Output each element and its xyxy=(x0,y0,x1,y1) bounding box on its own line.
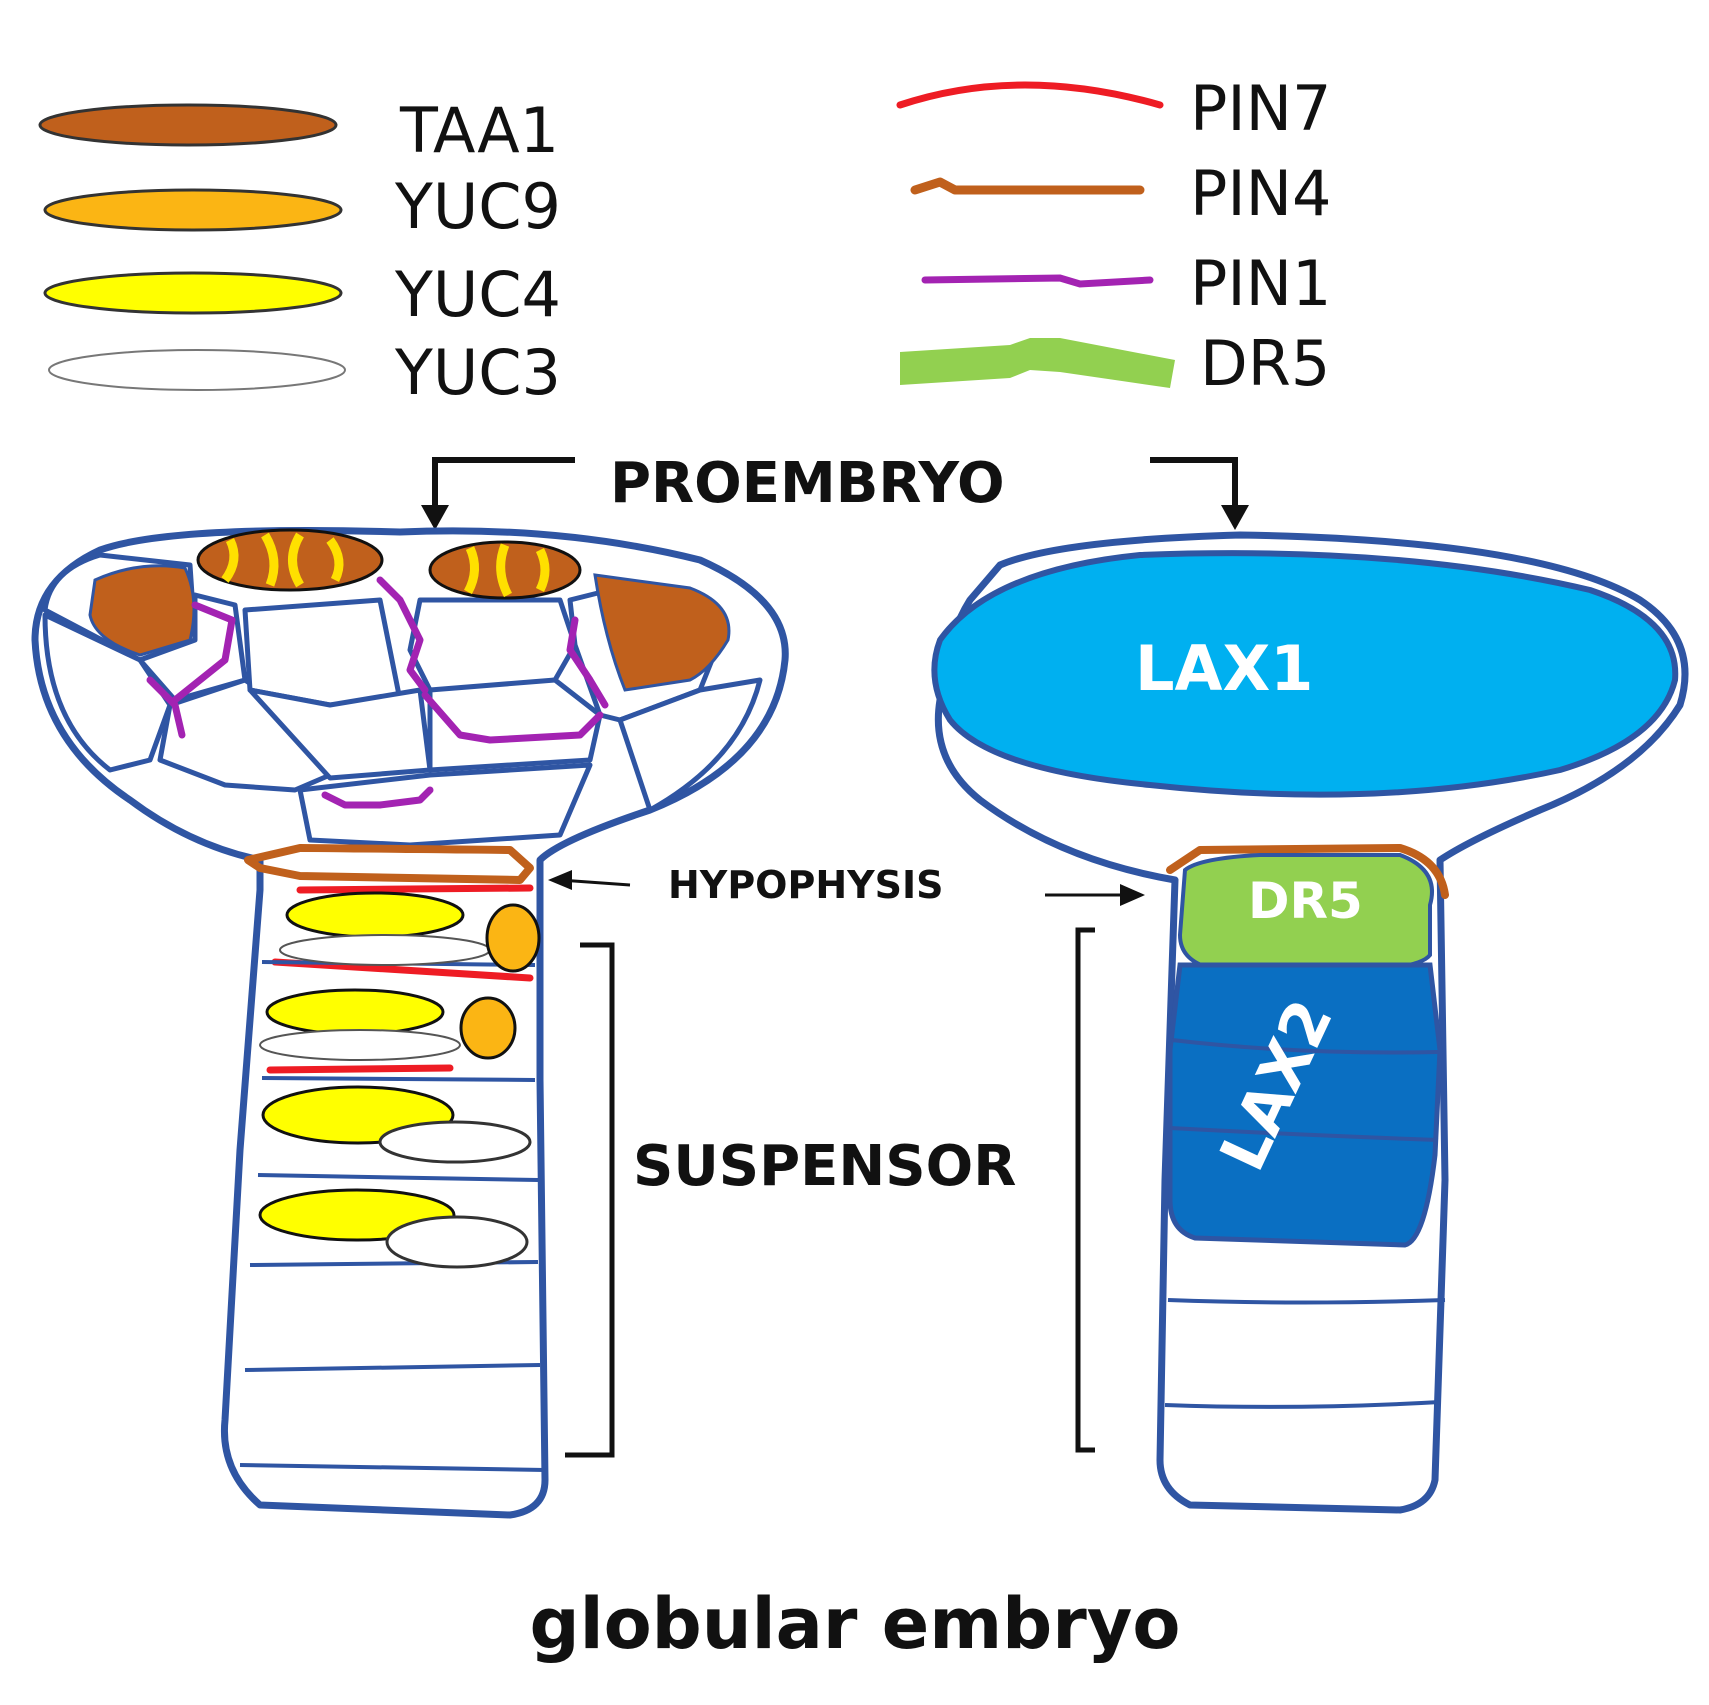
pin1-line xyxy=(321,786,434,809)
legend-right: PIN7 PIN4 PIN1 DR5 xyxy=(896,72,1332,400)
proembryo-cell xyxy=(42,612,173,773)
yuc3-cell xyxy=(378,1120,532,1164)
yuc4-cell xyxy=(265,988,445,1036)
pin7-line xyxy=(296,884,534,894)
legend-label-yuc4: YUC4 xyxy=(394,258,561,331)
yuc3-cell xyxy=(279,934,491,966)
lax1-label: LAX1 xyxy=(1135,632,1313,705)
yuc3-cell xyxy=(259,1029,461,1061)
yuc3-cell xyxy=(385,1215,529,1269)
proembryo-cell xyxy=(617,677,763,813)
proembryo-cell xyxy=(242,597,403,708)
pin7-line xyxy=(266,1064,454,1074)
pin4-line-left xyxy=(244,844,534,884)
legend-swatch-dr5 xyxy=(900,338,1175,388)
suspensor-label: SUSPENSOR xyxy=(633,1134,1016,1199)
suspensor-divider xyxy=(1167,1298,1446,1305)
dr5-label: DR5 xyxy=(1248,872,1363,930)
legend-label-yuc3: YUC3 xyxy=(394,336,561,409)
suspensor-divider xyxy=(239,1463,546,1472)
legend-label-dr5: DR5 xyxy=(1200,327,1330,400)
proembryo-arrow-left xyxy=(421,457,575,530)
yuc9-cell xyxy=(459,996,517,1060)
lax2-region xyxy=(1167,962,1443,1248)
pin1-line xyxy=(146,676,186,739)
suspensor-bracket-right xyxy=(1075,927,1095,1453)
yuc9-cell xyxy=(485,903,541,973)
legend-swatch-yuc9 xyxy=(43,188,343,232)
legend-line-pin7 xyxy=(896,81,1164,109)
right-embryo-outline xyxy=(934,531,1689,1514)
lax2-divider xyxy=(1171,1038,1439,1055)
proembryo-cell xyxy=(247,687,433,781)
left-embryo xyxy=(31,526,789,1519)
hypophysis-cell-left xyxy=(300,852,520,872)
suspensor-divider xyxy=(257,1173,539,1182)
legend-label-pin7: PIN7 xyxy=(1190,72,1332,145)
lax2-divider xyxy=(1169,1126,1439,1142)
apical-cell-right xyxy=(428,540,582,600)
legend-left: TAA1 YUC9 YUC4 YUC3 xyxy=(38,94,561,409)
legend-label-pin4: PIN4 xyxy=(1190,157,1332,230)
suspensor-bracket-left xyxy=(565,942,615,1458)
apical-cell-left xyxy=(196,528,384,592)
legend-line-pin1 xyxy=(921,274,1154,288)
caption: globular embryo xyxy=(529,1583,1180,1665)
pin1-line xyxy=(171,601,236,704)
legend-swatch-yuc3 xyxy=(48,349,346,391)
legend-label-taa1: TAA1 xyxy=(399,94,559,167)
proembryo-cell xyxy=(407,597,578,693)
legend-swatch-taa1 xyxy=(38,103,338,147)
right-embryo: LAX1 DR5 LAX2 xyxy=(931,531,1689,1514)
lax1-region xyxy=(931,550,1679,798)
suspensor-divider xyxy=(261,1076,536,1082)
proembryo-arrow-right xyxy=(1150,457,1249,530)
left-embryo-outline xyxy=(31,526,789,1519)
suspensor-divider xyxy=(1164,1400,1441,1409)
proembryo-cell xyxy=(427,677,603,773)
dr5-region xyxy=(1177,853,1434,973)
legend-line-pin4 xyxy=(910,177,1145,195)
proembryo-cell xyxy=(297,762,593,848)
proembryo-label: PROEMBRYO xyxy=(610,451,1005,516)
legend-label-yuc9: YUC9 xyxy=(394,170,561,243)
taa1-cell-right xyxy=(593,573,731,692)
pin1-line xyxy=(566,616,609,709)
pin1-line xyxy=(376,576,429,694)
pin4-line-right xyxy=(1166,844,1449,899)
hypophysis-arrow-right xyxy=(1045,884,1145,906)
legend-label-pin1: PIN1 xyxy=(1190,247,1332,320)
hypophysis-arrow-left xyxy=(548,870,631,890)
pin1-line xyxy=(421,691,604,744)
suspensor-divider xyxy=(244,1363,541,1372)
legend-swatch-yuc4 xyxy=(43,271,343,315)
yuc4-cell xyxy=(285,891,465,939)
hypophysis-label: HYPOPHYSIS xyxy=(668,863,944,907)
